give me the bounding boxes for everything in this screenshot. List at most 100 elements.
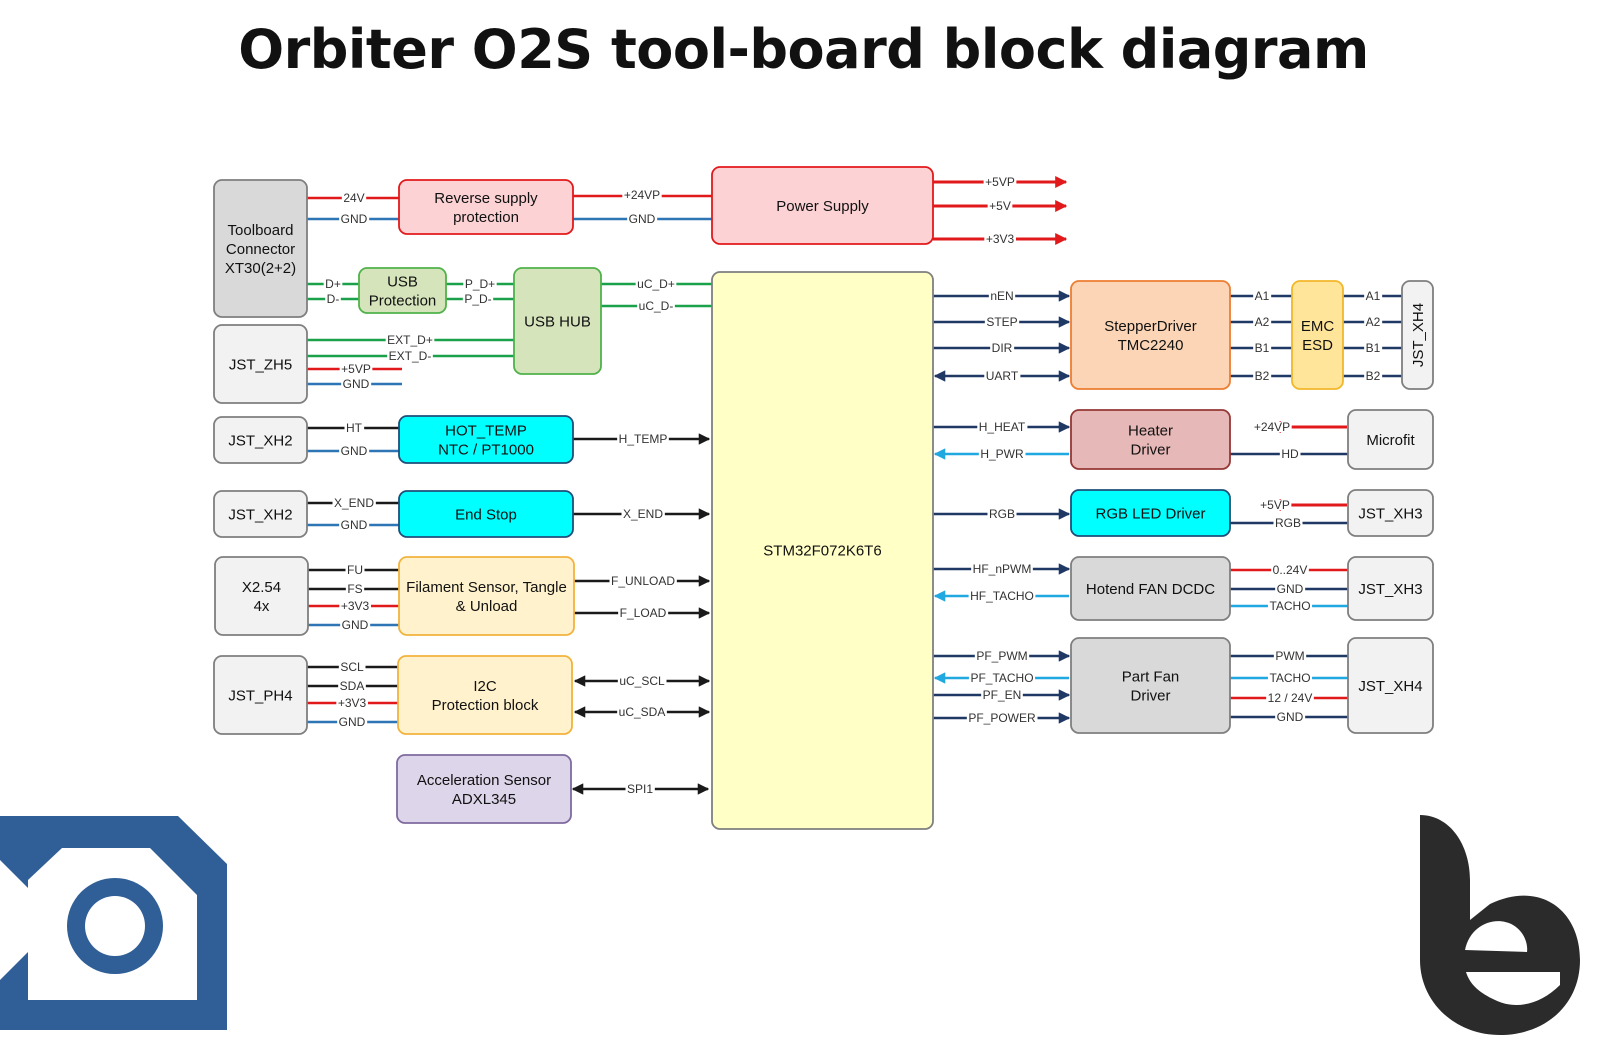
signal-label: SPI1 (625, 782, 655, 796)
signal-label-bg (325, 294, 341, 304)
signal-label-bg (1252, 422, 1292, 432)
signal-label: DIR (990, 341, 1015, 355)
signal-label: A2 (1253, 315, 1272, 329)
signal-label: +3V3 (984, 232, 1017, 246)
signal-label: PWM (1273, 649, 1307, 663)
signal-label: FU (345, 563, 365, 577)
signal-label: 12 / 24V (1266, 691, 1314, 705)
signal-label-text: GND (342, 618, 369, 632)
signal-label-bg (974, 651, 1030, 661)
hotend-fan-box (1070, 556, 1231, 621)
signal-label-text: DIR (992, 341, 1013, 355)
signal-label: +5VP (1258, 498, 1292, 512)
microfit-label: Microfit (1366, 432, 1415, 449)
signal-label-bg (968, 673, 1036, 683)
signal-label-bg (1279, 449, 1301, 459)
signal-label: D+ (323, 277, 343, 291)
signal-label: TACHO (1267, 599, 1313, 613)
signal-label-text: +24VP (1254, 420, 1290, 434)
heater-box (1070, 409, 1231, 470)
signal-label-bg (1364, 317, 1383, 327)
microfit-block: Microfit (1347, 409, 1434, 470)
signal-label-text: B1 (1366, 341, 1381, 355)
accel-label: Acceleration Sensor (417, 772, 551, 789)
signal-label: A2 (1364, 315, 1383, 329)
reverse-supply-label: Reverse supply (434, 190, 538, 207)
signal-label-bg (1253, 343, 1272, 353)
signal-label-bg (387, 351, 433, 361)
hot-temp-label: NTC / PT1000 (438, 441, 534, 458)
signal-label-text: A2 (1366, 315, 1381, 329)
signal-label-bg (1364, 371, 1383, 381)
i2c-label: I2C (473, 678, 497, 695)
signal-label-bg (609, 576, 677, 586)
jst-xh3-fan-block: JST_XH3 (1347, 556, 1434, 621)
signal-label-bg (984, 371, 1021, 381)
signal-label: H_TEMP (617, 432, 669, 446)
power-supply-label: Power Supply (776, 198, 869, 215)
signal-label-text: SDA (340, 679, 365, 693)
signal-label: H_HEAT (977, 420, 1028, 434)
mcu-box (711, 271, 934, 830)
signal-label-bg (637, 301, 675, 311)
emc-label: ESD (1302, 337, 1333, 354)
signal-label-text: HF_nPWM (973, 562, 1032, 576)
filament-block: Filament Sensor, Tangle& Unload (398, 556, 575, 636)
signal-label: B1 (1253, 341, 1272, 355)
signal-label-bg (625, 784, 655, 794)
b-letter-logo (1420, 815, 1580, 1035)
signal-label-bg (984, 317, 1020, 327)
signal-label-bg (340, 620, 371, 630)
signal-label: HF_nPWM (971, 562, 1033, 576)
signal-label-text: HF_TACHO (970, 589, 1034, 603)
signal-label-bg (338, 681, 366, 691)
rgb-driver-block: RGB LED Driver (1070, 489, 1231, 537)
i2c-block: I2C Protection block (397, 655, 573, 735)
i2c-label: Protection block (432, 697, 539, 714)
i2c-box (397, 655, 573, 735)
signal-label: +3V3 (336, 696, 369, 710)
signal-label-bg (1267, 673, 1313, 683)
orbiter-logo-notch (0, 860, 60, 980)
signal-label-text: SCL (340, 660, 364, 674)
signal-label-bg (345, 565, 365, 575)
signal-label: STEP (984, 315, 1020, 329)
signal-label-bg (323, 279, 343, 289)
signal-label-bg (1253, 371, 1272, 381)
signal-label: 24V (341, 191, 367, 205)
toolboard-connector-label: Toolboard (228, 222, 294, 239)
signal-label-text: RGB (989, 507, 1015, 521)
signal-label-text: GND (629, 212, 656, 226)
signal-label-bg (463, 279, 497, 289)
signal-label-bg (1267, 601, 1313, 611)
signal-label-text: HD (1281, 447, 1299, 461)
signal-label-bg (971, 564, 1033, 574)
jst-xh3-rgb-block: JST_XH3 (1347, 489, 1434, 537)
signal-label-text: F_UNLOAD (611, 574, 675, 588)
signal-label: B2 (1364, 369, 1383, 383)
signal-label-bg (339, 520, 370, 530)
stepper-box (1070, 280, 1231, 390)
signal-label-text: FU (347, 563, 363, 577)
signal-label-text: uC_SDA (619, 705, 666, 719)
signal-label-text: SPI1 (627, 782, 653, 796)
jst-zh5-block: JST_ZH5 (213, 324, 308, 404)
signal-label-text: GND (343, 377, 370, 391)
jst-xh2-end-label: JST_XH2 (228, 506, 292, 523)
signal-label: GND (340, 618, 371, 632)
jst-xh4-top-label: JST_XH4 (1410, 303, 1427, 367)
signal-label: +5V (987, 199, 1013, 213)
signal-label-bg (635, 279, 677, 289)
signal-label: +3V3 (339, 599, 372, 613)
signal-label-bg (1266, 693, 1314, 703)
filament-label: Filament Sensor, Tangle (406, 579, 567, 596)
signal-label-text: +5VP (985, 175, 1015, 189)
rgb-driver-label: RGB LED Driver (1095, 505, 1205, 522)
signal-label-bg (341, 193, 367, 203)
signal-label-text: PF_EN (983, 688, 1022, 702)
